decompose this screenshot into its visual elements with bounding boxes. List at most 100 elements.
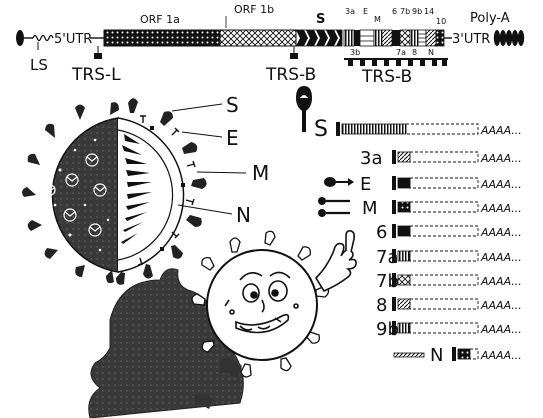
cartoon-face (224, 271, 299, 334)
cartoon-virus-shadow (88, 268, 244, 418)
leader-label: LS (30, 56, 48, 74)
nucleocapsid-helix (121, 134, 152, 244)
gene-label-10: 10 (436, 17, 446, 26)
membrane-proteins (137, 115, 196, 266)
virion-envelope-left (51, 117, 119, 273)
transcript-row-0: S AAAA... (314, 117, 522, 142)
ribonucleoprotein-symbols (44, 153, 107, 237)
gene-label-3a: 3a (345, 7, 355, 16)
downstream-segment (405, 123, 479, 135)
downstream-segment (409, 298, 479, 310)
transcript-label: 3a (360, 148, 382, 169)
leader-segment (392, 297, 396, 311)
transcript-label: N (430, 345, 443, 366)
polya-tail-label: AAAA... (480, 349, 522, 362)
downstream-segment (409, 274, 479, 286)
polya-tail (493, 30, 525, 46)
downstream-segment (409, 225, 479, 237)
gene-label-6: 6 (392, 7, 397, 16)
downstream-segment (409, 201, 479, 213)
s-gene-block (296, 30, 342, 46)
downstream-segment (409, 177, 479, 189)
polya-tail-label: AAAA... (480, 226, 522, 239)
leader-segment (392, 200, 396, 214)
transcript-label: S (314, 117, 328, 142)
transcript-row-3: M AAAA... (362, 198, 522, 219)
cartoon-virus-character (191, 230, 357, 378)
virion-label-s: S (226, 93, 239, 117)
transcript-label: 8 (376, 295, 387, 316)
downstream-segment (409, 322, 479, 334)
leader-segment (392, 176, 396, 190)
gene-segment (397, 201, 411, 213)
leader-sequence-wave (32, 34, 54, 42)
gene-label-8: 8 (412, 48, 417, 57)
virion-illustration: S E M N (22, 93, 269, 285)
spike-protein-icon (296, 86, 312, 132)
spike-proteins (116, 98, 207, 285)
downstream-segment (409, 250, 479, 262)
trs-l-marker (94, 53, 102, 59)
e-protein-icon (324, 177, 354, 187)
utr5-label: 5'UTR (54, 32, 92, 47)
gene-label-n: N (428, 48, 434, 57)
polya-label: Poly-A (470, 11, 510, 26)
gene-segment (397, 250, 411, 262)
polya-tail-label: AAAA... (480, 299, 522, 312)
transcript-row-7: 8 AAAA... (376, 295, 522, 316)
polya-tail-label: AAAA... (480, 275, 522, 288)
accessory-genes-cluster: 3a E M 6 7b 9b 14 3b 7a 8 10 N (343, 7, 446, 57)
transcript-label: M (362, 198, 378, 219)
trs-l-label: TRS-L (71, 65, 121, 85)
gene-segment (397, 225, 411, 237)
orf1a-label: ORF 1a (140, 13, 180, 26)
transcript-row-4: 6 AAAA... (376, 222, 522, 243)
polya-tail-label: AAAA... (480, 124, 522, 137)
leader-segment (392, 249, 396, 263)
leader-segment (392, 273, 396, 287)
gene-label-7a: 7a (396, 48, 406, 57)
orf1b-block (219, 29, 297, 47)
orf1a-block (103, 29, 221, 47)
transcript-label: 6 (376, 222, 387, 243)
polya-tail-label: AAAA... (480, 323, 522, 336)
gene-segment (341, 123, 407, 135)
leader-segment (392, 150, 396, 164)
gene-label-7b: 7b (400, 7, 410, 16)
gene-label-14: 14 (424, 7, 434, 16)
gene-segment (397, 322, 411, 334)
polya-tail-label: AAAA... (480, 202, 522, 215)
gene-label-e: E (363, 7, 368, 16)
virion-label-m: M (252, 161, 269, 185)
leader-segment (452, 347, 456, 361)
polya-tail-label: AAAA... (480, 178, 522, 191)
gene-segment (397, 298, 411, 310)
leader-segment (336, 122, 340, 136)
trs-b-marker (290, 53, 298, 59)
gene-label-9b: 9b (412, 7, 422, 16)
trs-b-group-label: TRS-B (361, 67, 412, 87)
virion-label-e: E (226, 126, 239, 150)
trs-b-main-label: TRS-B (265, 65, 316, 85)
genome-map: LS 5'UTR ORF 1a ORF 1b S (16, 3, 525, 87)
virion-envelope-right (117, 117, 185, 273)
utr3-label: 3'UTR (452, 32, 490, 47)
virion-label-n: N (236, 203, 251, 227)
s-gene-label: S (316, 12, 325, 27)
cap-5-prime (16, 30, 24, 46)
orf1b-label: ORF 1b (234, 3, 274, 16)
gene-segment (397, 151, 411, 163)
cartoon-waving-hand (314, 230, 357, 293)
downstream-segment (409, 151, 479, 163)
downstream-segment (469, 348, 479, 360)
m-protein-icon (318, 197, 350, 217)
gene-segment (457, 348, 471, 360)
polya-tail-label: AAAA... (480, 251, 522, 264)
leader-segment (392, 224, 396, 238)
